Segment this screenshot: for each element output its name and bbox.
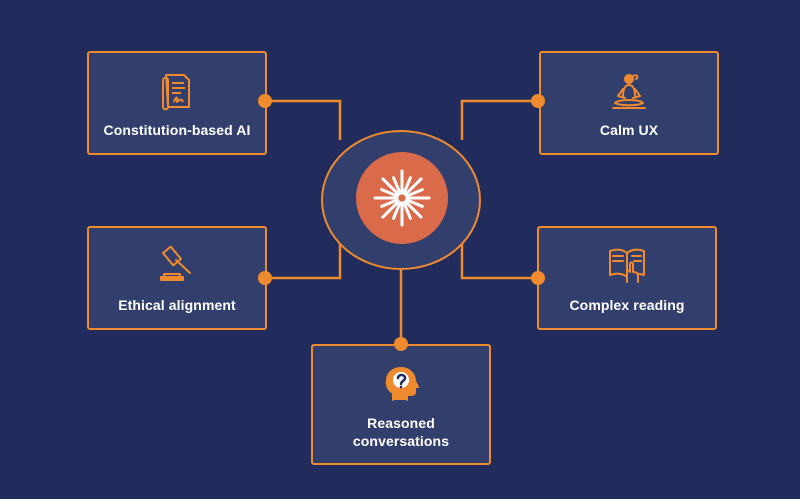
sparkle-burst-icon [373,169,431,227]
connector-calm [460,99,539,140]
burst-ray [381,200,400,219]
node-calm-card: Calm UX [539,51,719,155]
burst-ray [404,200,423,219]
gavel-icon [160,245,191,281]
burst-ray [402,176,412,195]
node-reading-card: Complex reading [537,226,717,330]
connector-dot-reading [531,271,545,285]
burst-ray [405,198,424,208]
connector-dot-calm [531,94,545,108]
burst-ray [381,177,400,196]
node-label: Complex reading [569,297,685,313]
node-label-line1: Reasoned [367,415,435,431]
hub-core [356,152,448,244]
burst-ray [380,188,399,198]
open-book-hand-icon [609,248,645,283]
node-reasoned-card: Reasoned conversations [311,344,491,465]
node-label: Ethical alignment [118,297,236,313]
meditation-person-icon [612,74,646,109]
connector-constitution [265,99,342,140]
connector-dot-reasoned [394,337,408,351]
connector-reading [460,238,539,280]
burst-ray [404,177,423,196]
burst-ray [402,201,412,220]
node-ethical-card: Ethical alignment [87,226,267,330]
node-constitution-card: Constitution-based AI [87,51,267,155]
node-label: Calm UX [599,122,659,138]
burst-ray [392,201,402,220]
burst-ray [392,176,402,195]
document-scroll-icon [162,74,190,111]
node-label-line2: conversations [352,433,450,449]
burst-ray [380,198,399,208]
burst-ray [405,188,424,198]
node-label: Constitution-based AI [103,122,251,138]
connector-dot-constitution [258,94,272,108]
head-question-icon [385,367,419,401]
connector-ethical [265,238,342,280]
connector-dot-ethical [258,271,272,285]
